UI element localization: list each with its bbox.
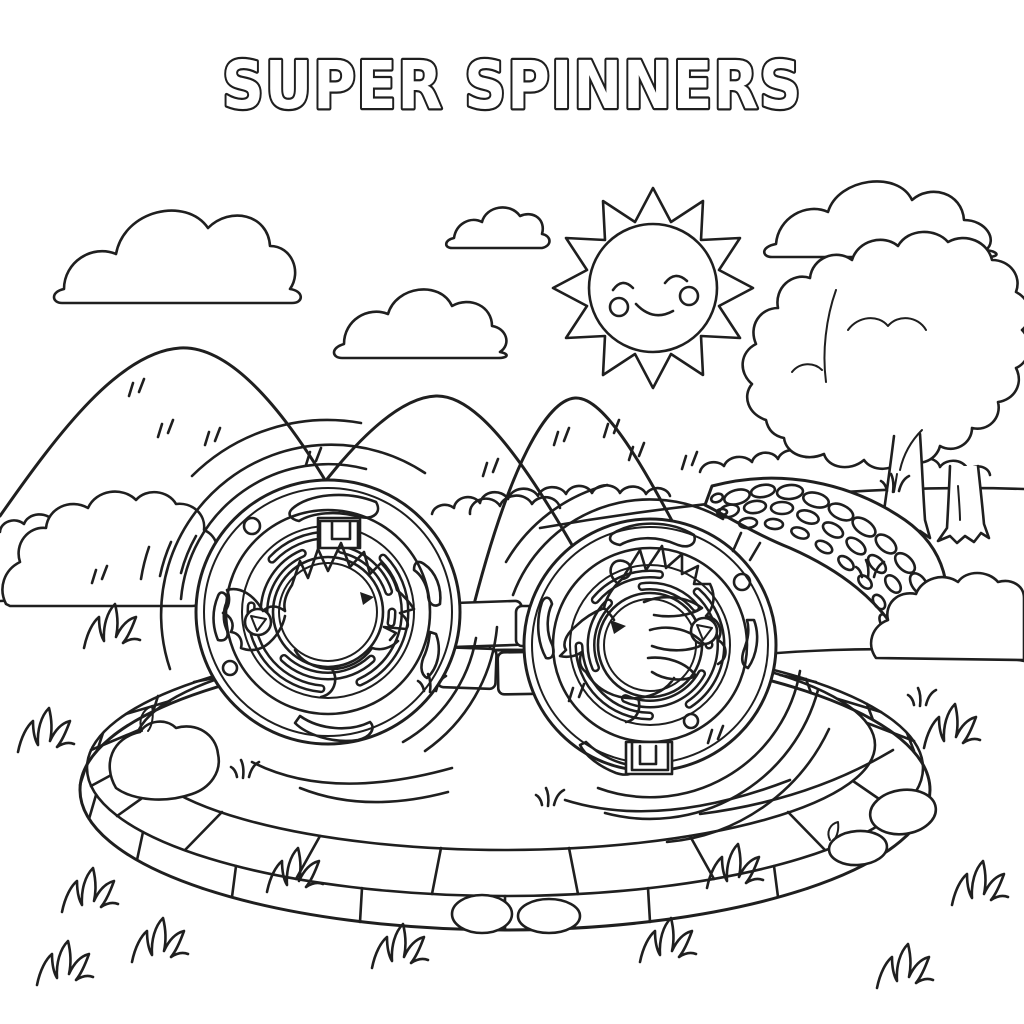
speed-ticks-right [731,531,762,562]
tree-canopy [741,230,1024,471]
spin-arc [596,669,802,799]
sun-eye-right [663,274,689,285]
spinner-left [194,478,462,746]
rock-front-1 [450,893,514,935]
grass-tuft [638,916,698,964]
spinner-left-center-ring [271,555,385,669]
rock-front-2 [516,897,582,935]
spin-arc [665,727,831,844]
grass-tuft [950,859,1010,907]
page-title: SUPER SPINNERS [222,47,802,124]
grass-tuft [60,866,120,914]
spinner-right-tab [630,740,670,772]
rock-right-1 [868,788,938,836]
spinner-right-screw-triangle [696,624,713,641]
spin-arc [190,418,363,478]
spinner-right-griffin-emblem [558,544,727,724]
grass-tuft [16,706,76,754]
spinner-left-dragon-eye [360,592,374,605]
spinner-right-maze-inner-channel [589,584,711,706]
sun-face-circle [587,222,719,354]
sun-eye-left [611,281,635,292]
rocks [108,705,938,935]
spin-arc [511,498,725,597]
grass-tuft [130,916,190,964]
grass-tuft [922,702,982,750]
spin-arc [603,688,820,821]
rock-right-leaf [827,821,840,841]
spin-arc [401,636,478,744]
hedge-middle [430,484,672,516]
bush-right [869,571,1024,662]
spin-tick-arcs-left [139,534,198,581]
spin-arc [179,462,368,601]
cloud-small-top [444,206,551,250]
hill-right [468,396,687,622]
rock-left [108,720,221,801]
tree-trunk-small-bark [957,485,961,521]
spin-motion-arcs [90,418,831,844]
spinner-left-tab-base [316,516,362,550]
rock-right-2 [827,829,889,867]
spinner-left-ring-outer [224,508,432,716]
cobblestone-path [703,476,949,647]
spin-arc [159,443,427,671]
spinner-right-tab-base [624,740,674,776]
spinner-right-blobs [536,522,759,776]
tree-trunk-small [936,464,991,545]
bush-left [1,490,219,608]
spinner-right-griffin-eye [610,620,626,634]
sun [551,186,755,390]
tree-canopy-detail [791,289,927,383]
spinner-right-center-ring [596,591,704,699]
spinner-right-maze-outer-channel [577,572,723,718]
grass-sprout [906,686,938,708]
sun-cheek-left [608,296,630,318]
hedge-middle-cluster [468,494,562,516]
grass-tuft [875,942,935,990]
cloud-middle [332,288,508,360]
spinner-left-rim-inner [203,487,453,737]
sun-smile [634,302,675,317]
spinner-left-screw-triangle [250,615,267,632]
grass-tuft [370,922,430,970]
spinner-left-tab [318,519,360,549]
grass-tuft [82,602,142,650]
spinner-left-center-ring-inner [278,562,378,662]
bushes [1,490,1024,662]
sun-cheek-right [678,285,700,307]
floor-spin-arcs [250,748,895,816]
spin-arc [504,483,609,564]
cloud-left [52,209,303,305]
spinner-right [522,517,778,776]
spin-arc [423,625,499,753]
spinner-left-dragon-emblem [221,541,416,699]
rock-left-leaf [139,705,154,732]
grass-tuft [35,939,95,987]
